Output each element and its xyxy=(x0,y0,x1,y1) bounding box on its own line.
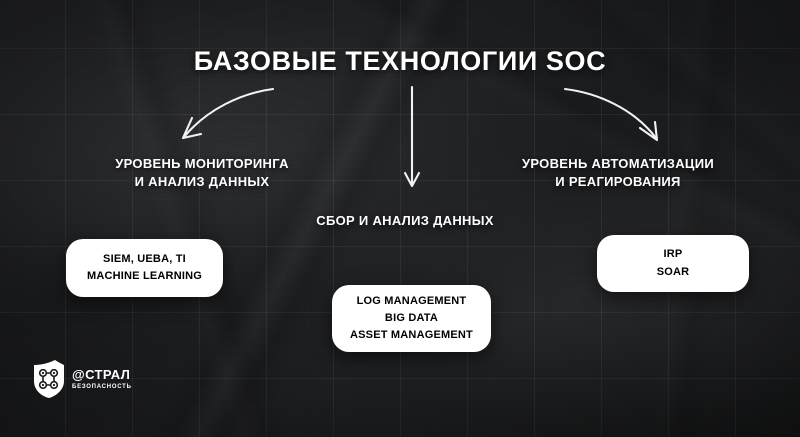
branch-label-center: СБОР И АНАЛИЗ ДАННЫХ xyxy=(240,212,570,230)
brand-subtitle: БЕЗОПАСНОСТЬ xyxy=(72,384,132,390)
branch-label-left-line2: И АНАЛИЗ ДАННЫХ xyxy=(134,173,270,189)
branch-label-right: УРОВЕНЬ АВТОМАТИЗАЦИИ И РЕАГИРОВАНИЯ xyxy=(468,155,768,190)
card-automation[interactable]: IRP SOAR xyxy=(597,235,749,292)
card-data-collection-line1: LOG MANAGEMENT xyxy=(356,294,467,307)
page-title: БАЗОВЫЕ ТЕХНОЛОГИИ SOC xyxy=(193,46,607,76)
branch-label-right-line1: УРОВЕНЬ АВТОМАТИЗАЦИИ xyxy=(522,156,714,171)
brand-logo-text: @СТРАЛ БЕЗОПАСНОСТЬ xyxy=(72,368,132,390)
card-data-collection-line2: BIG DATA xyxy=(384,311,439,324)
branch-label-right-line2: И РЕАГИРОВАНИЯ xyxy=(555,173,681,189)
card-automation-line1: IRP xyxy=(663,248,683,261)
brand-name: @СТРАЛ xyxy=(72,367,131,382)
card-monitoring-line1: SIEM, UEBA, TI xyxy=(103,252,186,265)
card-monitoring-line2: MACHINE LEARNING xyxy=(86,270,203,282)
card-data-collection-line3: ASSET MANAGEMENT xyxy=(350,329,473,342)
branch-label-left: УРОВЕНЬ МОНИТОРИНГА И АНАЛИЗ ДАННЫХ xyxy=(62,155,342,190)
branch-label-center-line1: СБОР И АНАЛИЗ ДАННЫХ xyxy=(316,213,494,228)
card-monitoring[interactable]: SIEM, UEBA, TI MACHINE LEARNING xyxy=(66,239,223,297)
shield-icon xyxy=(34,360,64,398)
brand-logo: @СТРАЛ БЕЗОПАСНОСТЬ xyxy=(31,360,132,398)
branch-label-left-line1: УРОВЕНЬ МОНИТОРИНГА xyxy=(115,156,289,171)
card-automation-line2: SOAR xyxy=(656,265,690,278)
card-data-collection[interactable]: LOG MANAGEMENT BIG DATA ASSET MANAGEMENT xyxy=(332,285,491,352)
